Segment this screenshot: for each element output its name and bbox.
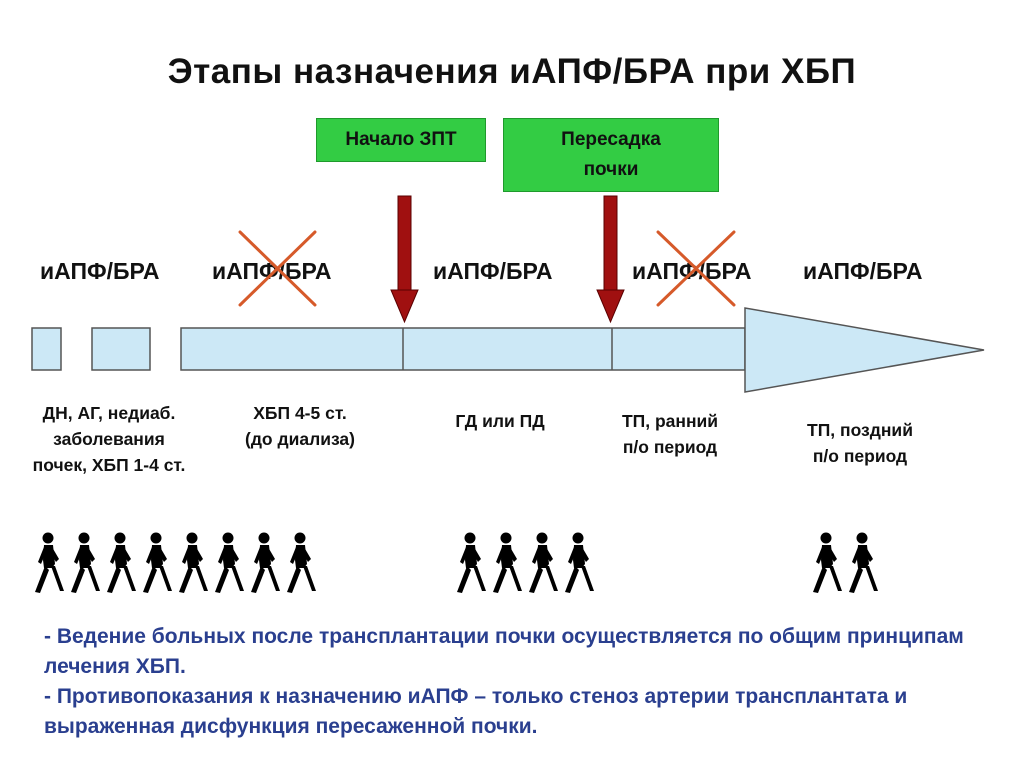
walker-figure	[287, 532, 316, 593]
walker-figure	[143, 532, 172, 593]
walker-figure	[35, 532, 64, 593]
drug-label-stage-3: иАПФ/БРА	[433, 258, 553, 284]
walker-figure	[71, 532, 100, 593]
drug-label-stage-1: иАПФ/БРА	[40, 258, 160, 284]
event-dialysis-start: Начало ЗПТ	[316, 118, 486, 162]
notes-block: - Ведение больных после трансплантации п…	[44, 622, 1004, 742]
timeline-bar	[180, 327, 746, 371]
note-1: - Ведение больных после трансплантации п…	[44, 625, 964, 678]
drug-label-stage-5: иАПФ/БРА	[803, 258, 923, 284]
stage-caption-3: ГД или ПД	[455, 411, 545, 431]
timeline-segment-small-1	[31, 327, 62, 371]
walker-figure	[457, 532, 486, 593]
timeline-segment-small-2	[91, 327, 151, 371]
walker-figure	[493, 532, 522, 593]
stage-caption-5: ТП, поздний п/о период	[807, 420, 913, 466]
walker-figure	[813, 532, 842, 593]
walker-figure	[565, 532, 594, 593]
timeline-arrowhead	[744, 307, 985, 393]
walker-figure	[251, 532, 280, 593]
drug-label-stage-2: иАПФ/БРА	[212, 258, 332, 284]
event-transplant-line1: Пересадка	[561, 129, 661, 150]
walker-figure	[849, 532, 878, 593]
stage-caption-4: ТП, ранний п/о период	[621, 411, 719, 457]
drug-label-stage-4: иАПФ/БРА	[632, 258, 752, 284]
walkers	[35, 532, 878, 593]
event-kidney-transplant: Пересадка почки	[503, 118, 719, 192]
dialysis-down-arrow	[390, 195, 419, 324]
event-transplant-line2: почки	[583, 159, 639, 180]
walker-figure	[107, 532, 136, 593]
walker-figure	[215, 532, 244, 593]
walker-figure	[179, 532, 208, 593]
walker-figure	[529, 532, 558, 593]
stage-caption-1: ДН, АГ, недиаб. заболевания почек, ХБП 1…	[32, 403, 186, 475]
note-2: - Противопоказания к назначению иАПФ – т…	[44, 685, 908, 738]
event-dialysis-start-label: Начало ЗПТ	[345, 129, 457, 150]
transplant-down-arrow	[596, 195, 625, 324]
page-title: Этапы назначения иАПФ/БРА при ХБП	[167, 52, 857, 91]
stage-caption-2: ХБП 4-5 ст. (до диализа)	[245, 403, 355, 449]
